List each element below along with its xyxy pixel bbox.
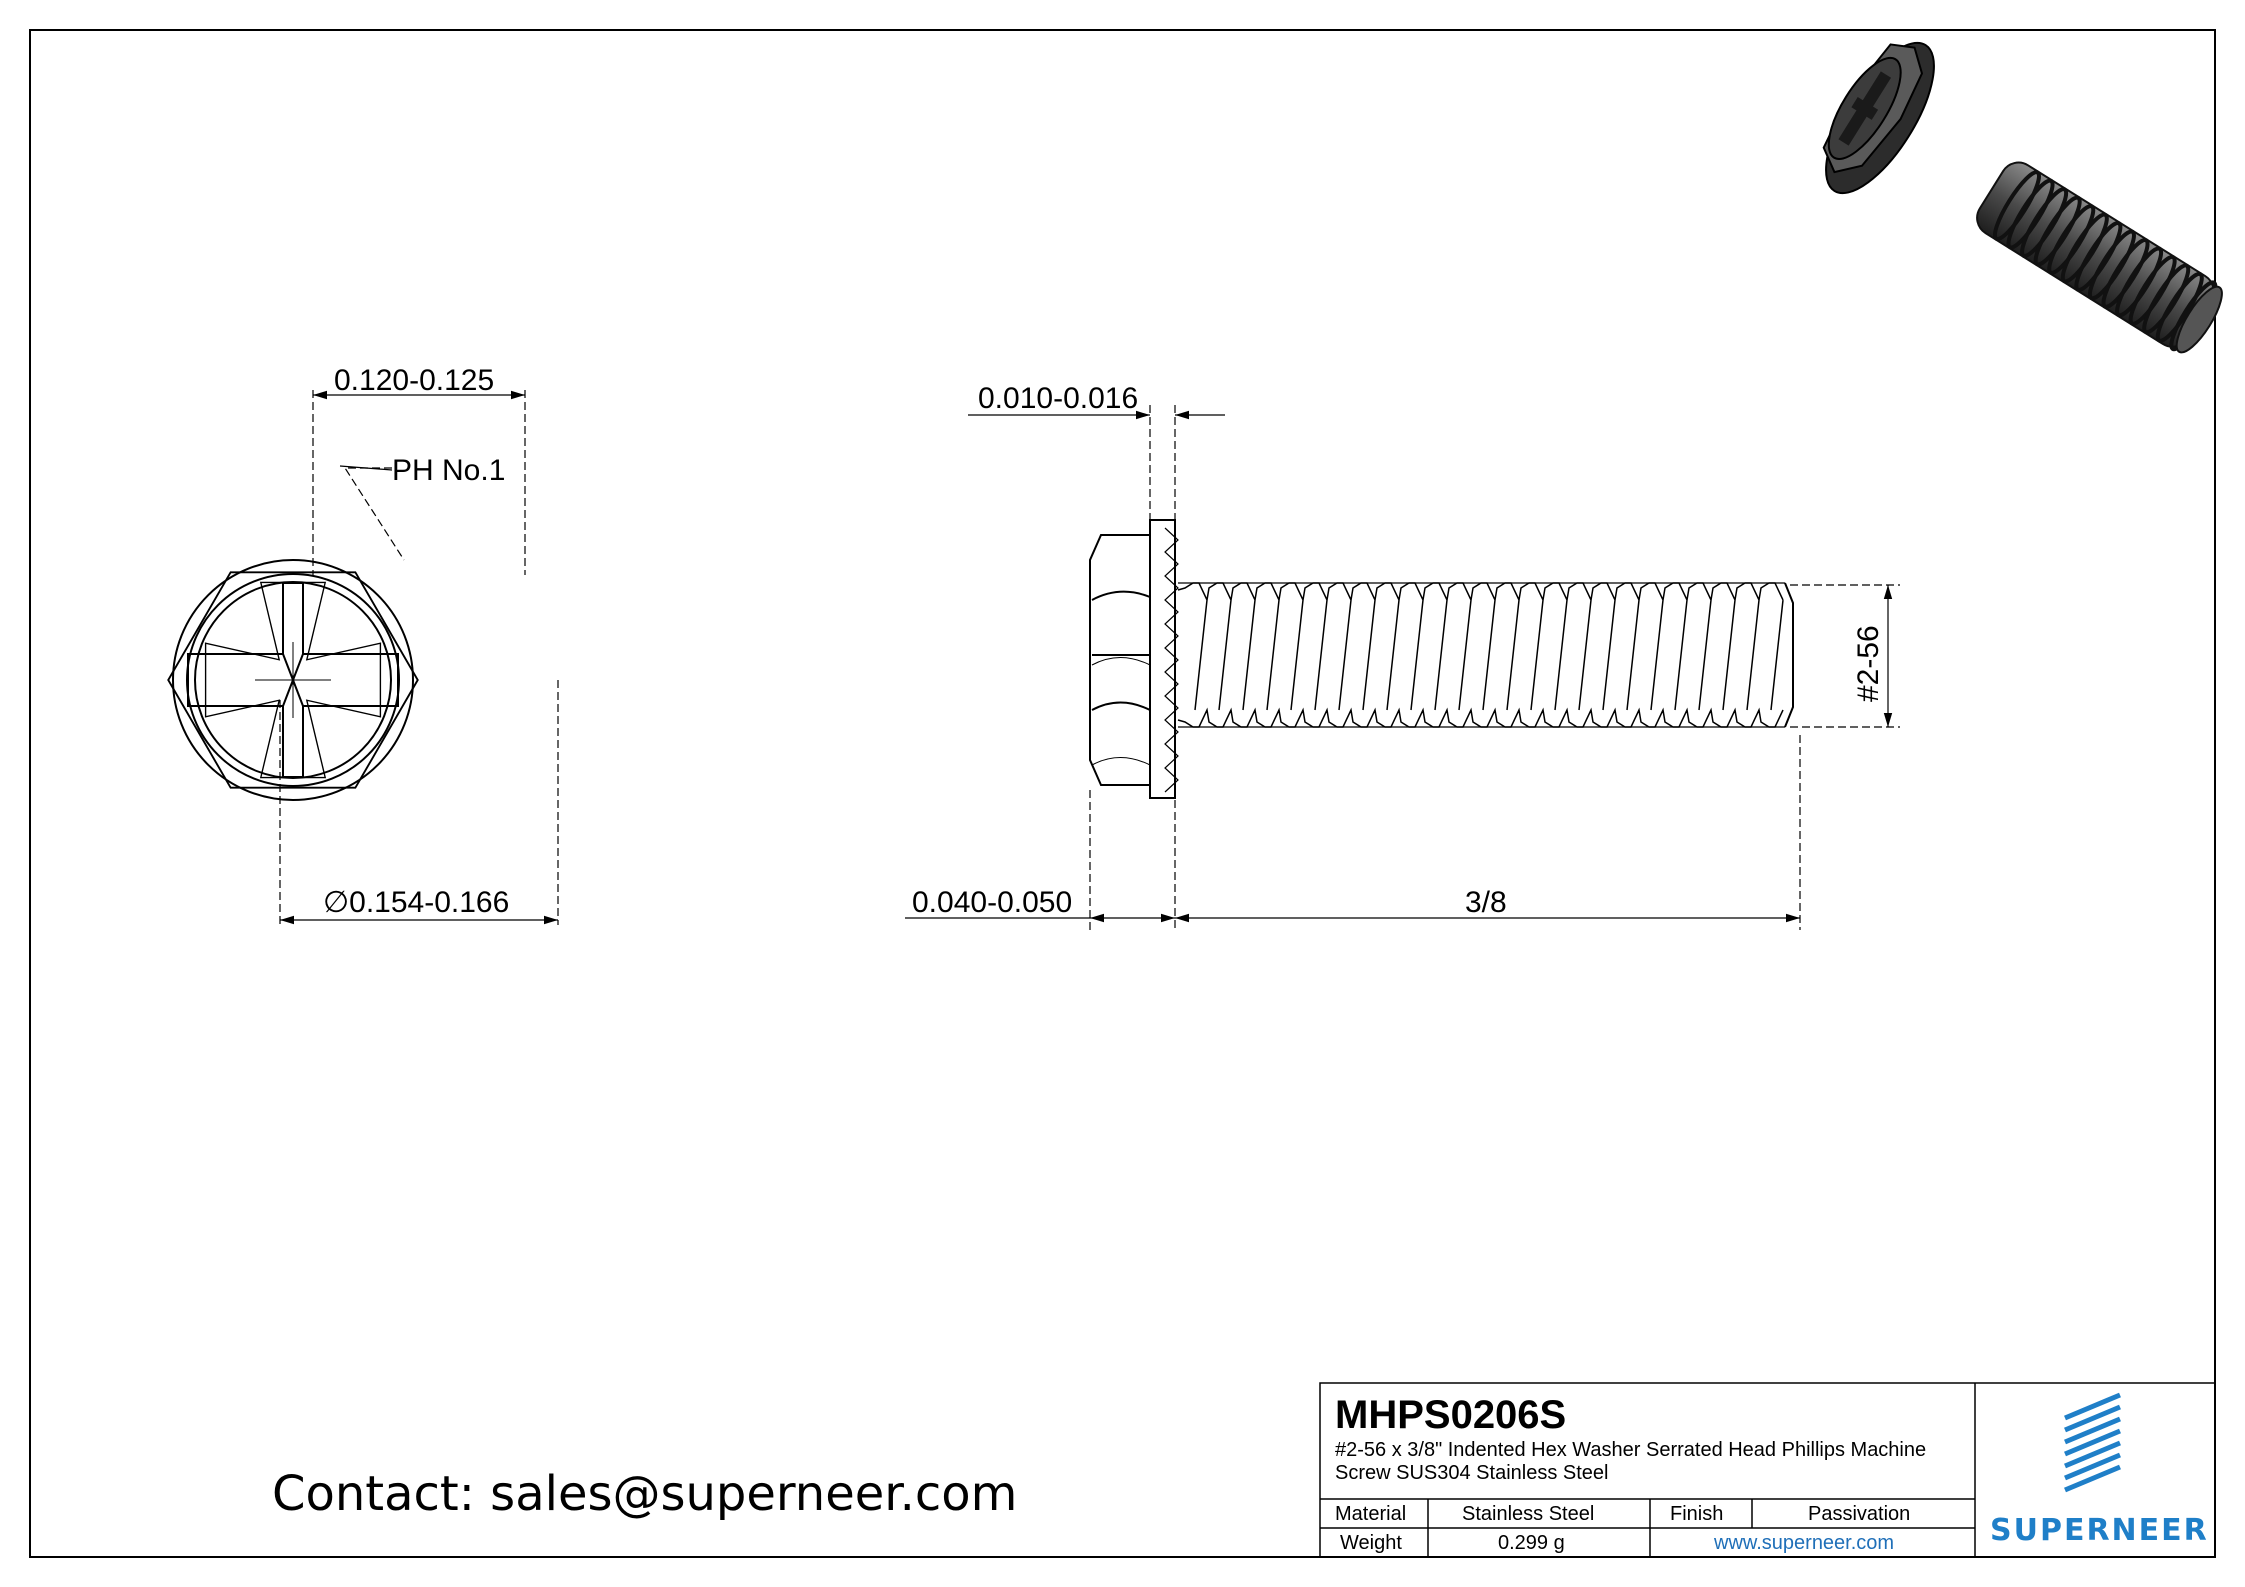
material-value: Stainless Steel [1462, 1503, 1594, 1525]
top-view-dimensions [279, 390, 559, 925]
material-label: Material [1335, 1503, 1406, 1525]
description-line2: Screw SUS304 Stainless Steel [1335, 1462, 1608, 1484]
top-view [167, 559, 419, 801]
title-block [1319, 1382, 2216, 1558]
drive-label: PH No.1 [392, 454, 505, 487]
sheet-border [29, 29, 2216, 1558]
washer-outline [172, 559, 414, 801]
part-number: MHPS0206S [1335, 1393, 1566, 1437]
thread-dim: #2-56 [1852, 625, 1885, 702]
finish-label: Finish [1670, 1503, 1723, 1525]
washer-diameter-dim: ∅0.154-0.166 [323, 886, 509, 919]
serrations [1164, 527, 1179, 793]
hex-head-side [1089, 534, 1151, 786]
description-line1: #2-56 x 3/8" Indented Hex Washer Serrate… [1335, 1439, 1926, 1461]
hex-head-outline [167, 571, 419, 789]
length-dim: 3/8 [1465, 886, 1507, 919]
website-link[interactable]: www.superneer.com [1713, 1532, 1894, 1554]
side-view [1089, 519, 1794, 799]
thread-profile [1177, 582, 1784, 728]
screw-3d-render-icon [1822, 41, 2223, 354]
contact-line: Contact: sales@superneer.com [272, 1466, 1017, 1522]
side-view-dimensions [905, 405, 1900, 930]
head-width-dim: 0.120-0.125 [334, 364, 494, 397]
head-height-dim: 0.040-0.050 [912, 886, 1072, 919]
superneer-logo-icon [2064, 1392, 2121, 1493]
weight-label: Weight [1340, 1532, 1402, 1554]
weight-value: 0.299 g [1498, 1532, 1565, 1554]
washer-flange-side [1149, 519, 1176, 799]
brand-name: SUPERNEER [1990, 1513, 2209, 1548]
washer-thickness-dim: 0.010-0.016 [978, 382, 1138, 415]
finish-value: Passivation [1808, 1503, 1910, 1525]
